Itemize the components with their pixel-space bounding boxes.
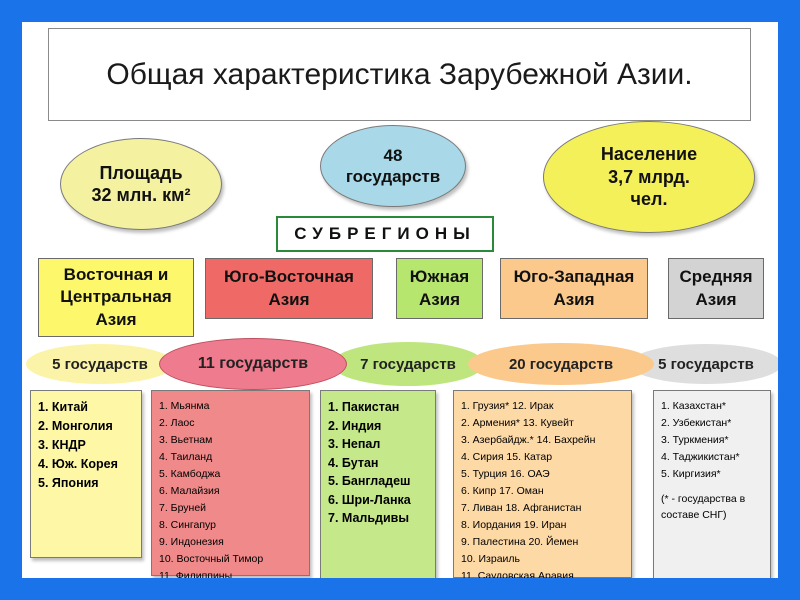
country-item: 10. Израиль (461, 553, 521, 565)
country-item: 7. Мальдивы (328, 511, 410, 525)
country-item: 4. Юж. Корея (38, 457, 118, 471)
country-item: 9. Палестина 20. Йемен (461, 536, 579, 548)
country-item: 3. КНДР (38, 438, 86, 452)
country-item: 4. Таджикистан* (661, 451, 740, 463)
country-item: 6. Шри-Ланка (328, 492, 411, 507)
population-value: 3,7 млрд. (608, 166, 690, 187)
country-item: 5. Камбоджа (159, 468, 221, 480)
country-item: 4. Сирия 15. Катар (461, 451, 553, 463)
country-item: 11. Филиппины (159, 570, 233, 578)
states-label: государств (345, 167, 441, 186)
country-item: 3. Туркмения* (661, 434, 729, 446)
country-item: 7. Бруней (159, 502, 207, 514)
region-southwest: Юго-Западная Азия (500, 258, 648, 319)
country-item: 8. Иордания 19. Иран (461, 519, 567, 531)
states-ellipse: 48 государств (320, 125, 466, 207)
country-item: 7. Ливан 18. Афганистан (461, 502, 582, 514)
country-item: 4. Бутан (328, 455, 379, 470)
count-central: 5 государств (630, 344, 778, 384)
region-east-central: Восточная и Центральная Азия (38, 258, 194, 337)
population-label: Население (600, 144, 698, 165)
country-list-central: 1. Казахстан* 2. Узбекистан* 3. Туркмения*… (653, 390, 771, 578)
country-list-southeast: 1. Мьянма 2. Лаос 3. Вьетнам 4. Таиланд 5. К… (151, 390, 310, 578)
region-southeast: Юго-Восточная Азия (205, 258, 373, 319)
country-list-east-central: 1. Китай 2. Монголия 3. КНДР 4. Юж. Корея 5.… (30, 390, 142, 558)
country-item: 6. Кипр 17. Оман (461, 485, 544, 497)
page-title: Общая характеристика Зарубежной Азии. (48, 28, 751, 121)
country-item: 1. Мьянма (159, 400, 210, 412)
country-item: 2. Лаос (159, 417, 195, 429)
area-value: 32 млн. км² (91, 185, 191, 205)
count-south: 7 государств (332, 342, 484, 386)
country-item: 3. Вьетнам (159, 434, 213, 446)
country-item: 6. Малайзия (159, 485, 220, 497)
count-east-central: 5 государств (26, 344, 174, 384)
country-item: 1. Пакистан (328, 400, 400, 414)
region-central: Средняя Азия (668, 258, 764, 319)
population-unit: чел. (630, 189, 668, 210)
region-south: Южная Азия (396, 258, 483, 319)
country-item: 5. Киргизия* (661, 468, 721, 480)
cis-footnote: (* - государства в составе СНГ) (661, 493, 746, 521)
country-list-southwest: 1. Грузия* 12. Ирак 2. Армения* 13. Кувей… (453, 390, 632, 578)
country-item: 2. Индия (328, 418, 382, 433)
country-item: 1. Казахстан* (661, 400, 726, 412)
population-ellipse: Население 3,7 млрд. чел. (543, 121, 755, 233)
country-item: 10. Восточный Тимор (159, 553, 264, 565)
country-item: 2. Монголия (38, 419, 113, 433)
country-item: 2. Армения* 13. Кувейт (461, 417, 574, 429)
count-southeast: 11 государств (159, 338, 347, 390)
count-southwest: 20 государств (468, 343, 654, 385)
country-list-south: 1. Пакистан 2. Индия 3. Непал 4. Бутан 5. Ба… (320, 390, 436, 578)
slide: Общая характеристика Зарубежной Азии. Пл… (22, 22, 778, 578)
country-item: 9. Индонезия (159, 536, 224, 548)
area-ellipse: Площадь 32 млн. км² (60, 138, 222, 230)
country-item: 8. Сингапур (159, 519, 217, 531)
subregions-heading: СУБРЕГИОНЫ (276, 216, 494, 252)
country-item: 5. Япония (38, 476, 99, 490)
country-item: 11. Саудовская Аравия (461, 570, 574, 578)
country-item: 5. Бангладеш (328, 474, 411, 488)
country-item: 3. Азербайдж.* 14. Бахрейн (461, 434, 596, 446)
country-item: 2. Узбекистан* (661, 417, 732, 429)
country-item: 1. Китай (38, 400, 88, 414)
states-number: 48 (383, 145, 403, 165)
country-item: 4. Таиланд (159, 451, 213, 463)
country-item: 5. Турция 16. ОАЭ (461, 468, 550, 480)
country-item: 3. Непал (328, 437, 381, 451)
country-item: 1. Грузия* 12. Ирак (461, 400, 554, 412)
area-label: Площадь (99, 162, 183, 183)
